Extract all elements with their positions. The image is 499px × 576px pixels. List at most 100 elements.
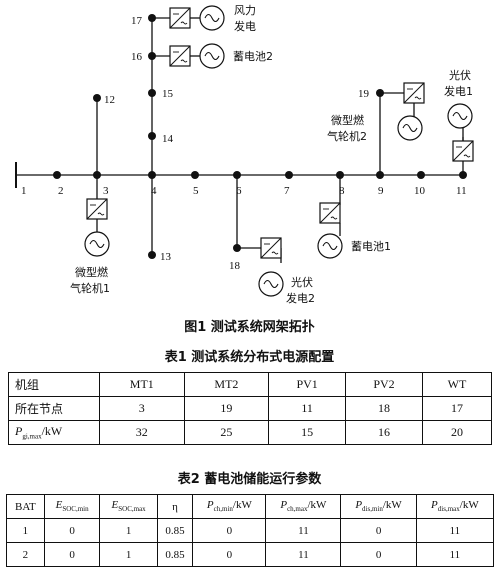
- pv1-label: 光伏: [449, 68, 471, 82]
- bus-node-6: [233, 171, 241, 179]
- table-cell: 17: [421, 396, 493, 421]
- table-cell: 32: [99, 420, 185, 445]
- table-cell: 0: [43, 542, 101, 567]
- generator-icon: [199, 5, 225, 31]
- table-row: 所在节点 3 19 11 18 17: [8, 396, 493, 421]
- converter-icon: [169, 7, 191, 29]
- node-label: 17: [131, 15, 143, 27]
- table-header-cell: Pch,max/kW: [265, 494, 342, 519]
- unit: /kW: [382, 499, 402, 512]
- pv2-label: 发电2: [286, 291, 315, 305]
- symbol-subscript: SOC,max: [118, 505, 146, 514]
- table-cell: 所在节点: [8, 396, 100, 421]
- generator-icon: [84, 231, 110, 257]
- node-label: 10: [414, 185, 426, 197]
- table-cell: 3: [99, 396, 185, 421]
- mt1-label: 气轮机1: [70, 281, 110, 295]
- bus-node-8: [336, 171, 344, 179]
- symbol-subscript: ch,min: [213, 505, 233, 514]
- symbol-subscript: dis,min: [362, 505, 383, 514]
- bus-node-9: [376, 171, 384, 179]
- bus-node-14: [148, 132, 156, 140]
- table-cell: 0.85: [156, 518, 194, 543]
- table-cell: 2: [6, 542, 45, 567]
- mt1-label: 微型燃: [75, 265, 108, 279]
- bus-node-17: [148, 14, 156, 22]
- symbol-subscript: ch,max: [287, 505, 308, 514]
- table-row: 机组 MT1 MT2 PV1 PV2 WT: [8, 372, 493, 397]
- table-row: Pgi,max/kW 32 25 15 16 20: [8, 420, 493, 445]
- table-cell: 11: [265, 542, 342, 567]
- table-cell: 20: [421, 420, 493, 445]
- network-topology-diagram: 1 2 3 4 5 6 7 8 9 10 11 12 13 14 15 16 1…: [15, 4, 474, 305]
- node-label: 19: [358, 88, 370, 100]
- bus-node-11: [459, 171, 467, 179]
- unit: /kW: [307, 499, 327, 512]
- node-label: 9: [378, 185, 384, 197]
- wind-label: 风力: [234, 4, 256, 17]
- bus-node-4: [148, 171, 156, 179]
- mt2-label: 气轮机2: [327, 129, 367, 143]
- table-cell: 1: [6, 518, 45, 543]
- table-cell: PV2: [345, 372, 423, 397]
- table2-caption: 表2 蓄电池储能运行参数: [177, 472, 322, 487]
- table-header-cell: Pdis,max/kW: [415, 494, 495, 519]
- unit: /kW: [41, 424, 63, 439]
- table-cell: 11: [415, 518, 495, 543]
- node-label: 2: [58, 185, 64, 197]
- symbol: E: [55, 499, 63, 512]
- node-labels: 1 2 3 4 5 6 7 8 9 10 11 12 13 14 15 16 1…: [21, 15, 467, 272]
- table-cell: 18: [345, 396, 423, 421]
- table-cell: 11: [265, 518, 342, 543]
- table-header-cell: ESOC,max: [99, 494, 158, 519]
- symbol-subscript: SOC,min: [62, 505, 89, 514]
- generator-icon: [447, 103, 473, 129]
- symbol: η: [172, 500, 178, 513]
- bus-node-19: [376, 89, 384, 97]
- generator-icon: [397, 115, 423, 141]
- table-cell: 16: [345, 420, 423, 445]
- bus-node-18: [233, 244, 241, 252]
- table-cell: 0.85: [156, 542, 194, 567]
- converter-icon: [403, 82, 425, 104]
- bus-node-13: [148, 251, 156, 259]
- symbol: BAT: [14, 500, 36, 513]
- node-label: 13: [160, 251, 172, 263]
- node-label: 3: [103, 185, 109, 197]
- symbol: P: [355, 499, 363, 512]
- mt2-label: 微型燃: [331, 113, 364, 127]
- symbol-subscript: gi,max: [22, 432, 42, 441]
- table-cell: Pgi,max/kW: [8, 420, 100, 445]
- table-header-cell: BAT: [6, 494, 45, 519]
- node-label: 4: [151, 185, 157, 197]
- symbol-subscript: dis,max: [437, 505, 460, 514]
- bus-node-16: [148, 52, 156, 60]
- table-cell: 0: [192, 542, 267, 567]
- bus-node-12: [93, 94, 101, 102]
- node-label: 8: [339, 185, 345, 197]
- bus-node-3: [93, 171, 101, 179]
- converter-icon: [260, 237, 282, 259]
- table-cell: 机组: [8, 372, 100, 397]
- bus-node-2: [53, 171, 61, 179]
- node-label: 7: [284, 185, 290, 197]
- node-label: 16: [131, 51, 143, 63]
- table-cell: 0: [340, 518, 417, 543]
- node-label: 18: [229, 260, 241, 272]
- table-header-cell: ESOC,min: [43, 494, 101, 519]
- generator-icon: [199, 43, 225, 69]
- table-cell: PV1: [268, 372, 347, 397]
- table-cell: 0: [340, 542, 417, 567]
- symbol: P: [431, 499, 438, 512]
- figure-caption: 图1 测试系统网架拓扑: [184, 320, 315, 335]
- bus-node-15: [148, 89, 156, 97]
- battery1-label: 蓄电池1: [351, 240, 391, 253]
- table-header-cell: Pch,min/kW: [192, 494, 267, 519]
- generator-icon: [317, 233, 343, 259]
- unit: /kW: [232, 499, 252, 512]
- node-label: 6: [236, 185, 242, 197]
- symbol: E: [111, 499, 119, 512]
